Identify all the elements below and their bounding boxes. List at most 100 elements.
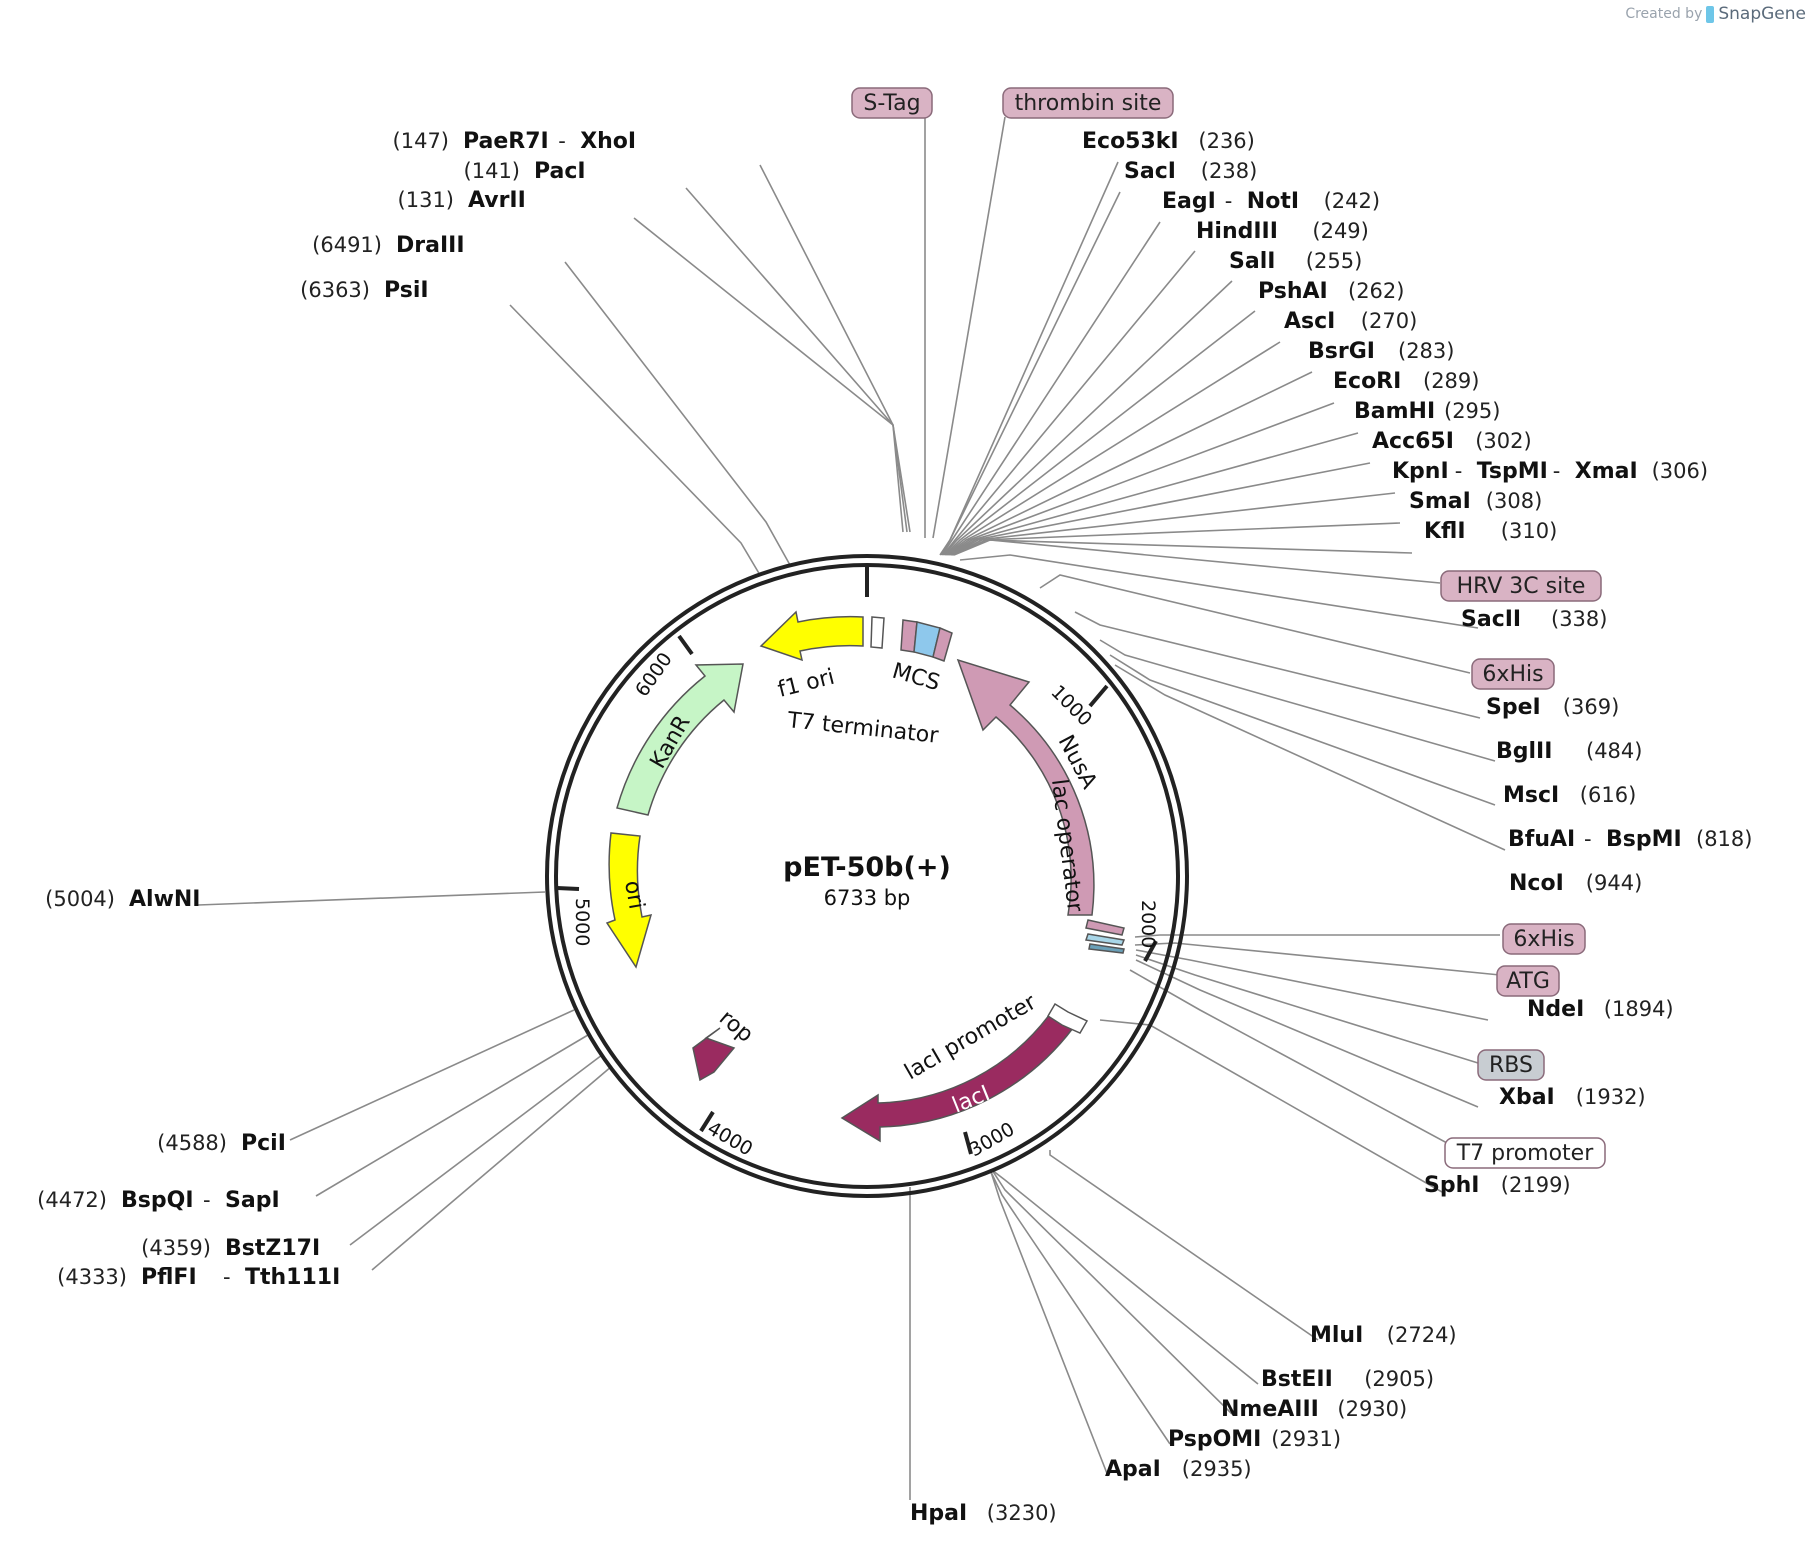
snapgene-credit: Created by SnapGene — [1625, 4, 1806, 24]
site-name: BstEII — [1261, 1367, 1333, 1392]
site-name: SphI — [1424, 1173, 1479, 1198]
site-name: DraIII — [396, 233, 465, 258]
inner-label-rop: rop — [714, 1005, 758, 1047]
feature-tag-box — [1471, 658, 1555, 690]
restriction-site-bspqi: (4472)BspQI-SapI — [37, 1188, 279, 1213]
site-position: (1894) — [1604, 997, 1674, 1021]
site-position: (141) — [464, 159, 520, 183]
site-position: (484) — [1586, 739, 1642, 763]
feature-tag-s-tag: S-Tag — [851, 87, 933, 119]
site-position: (2930) — [1337, 1397, 1407, 1421]
restriction-site-sacii: SacII(338) — [1461, 607, 1607, 632]
site-name: NcoI — [1509, 871, 1564, 896]
site-position: (616) — [1580, 783, 1636, 807]
site-name: EagI — [1162, 189, 1216, 214]
site-name: ApaI — [1105, 1457, 1161, 1482]
restriction-site-paci: (141)PacI — [464, 159, 586, 184]
feature-tag-box — [1444, 1137, 1606, 1169]
site-name: BstZ17I — [225, 1236, 320, 1261]
site-position: (4472) — [37, 1188, 107, 1212]
site-position: (308) — [1486, 489, 1542, 513]
feature-tag-label: 6xHis — [1513, 927, 1574, 952]
restriction-site-ndei: NdeI (1894) — [1527, 997, 1674, 1022]
restriction-site-xbai: XbaI(1932) — [1499, 1085, 1646, 1110]
inner-label-f1-ori: f1 ori — [775, 665, 837, 703]
feature-tag-atg: ATG — [1496, 965, 1560, 997]
feature-tag-label: RBS — [1489, 1053, 1533, 1078]
site-name: BglII — [1496, 739, 1552, 764]
tick-label-5000: 5000 — [571, 898, 593, 946]
restriction-site-mlui: MluI(2724) — [1310, 1323, 1457, 1348]
site-name: NotI — [1247, 189, 1299, 214]
restriction-site-nmeaiii: NmeAIII(2930) — [1221, 1397, 1407, 1422]
site-name: BfuAI — [1508, 827, 1575, 852]
restriction-site-pflfi: (4333)PflFI-Tth111I — [57, 1265, 340, 1290]
site-separator: - — [1584, 827, 1592, 851]
snapgene-logo-icon — [1706, 5, 1715, 23]
tick-label-2000: 2000 — [1137, 900, 1159, 948]
restriction-site-kfli: KflI (310) — [1424, 519, 1557, 544]
restriction-site-msci: MscI (616) — [1503, 783, 1636, 808]
site-position: (238) — [1201, 159, 1257, 183]
lac-operator-marker — [1085, 919, 1125, 936]
restriction-site-pcii: (4588)PciI — [157, 1131, 286, 1156]
credit-brand: SnapGene — [1718, 4, 1806, 24]
feature-tag-label: 6xHis — [1482, 662, 1543, 687]
restriction-site-sphi: SphI (2199) — [1424, 1173, 1571, 1198]
site-name: BsrGI — [1308, 339, 1375, 364]
site-position: (302) — [1475, 429, 1531, 453]
feature-label-ori: ori — [619, 879, 649, 912]
feature-tag-box — [1502, 923, 1586, 955]
site-name: KflI — [1424, 519, 1466, 544]
restriction-site-saci: SacI (238) — [1124, 159, 1257, 184]
ori-feature-arrow — [605, 832, 653, 969]
site-name: TspMI — [1477, 459, 1548, 484]
site-name: SalI — [1229, 249, 1275, 274]
tick-label-6000: 6000 — [631, 649, 677, 701]
inner-label-t7-terminator: T7 terminator — [785, 708, 940, 749]
feature-tag-rbs: RBS — [1477, 1049, 1545, 1081]
restriction-site-hpai: HpaI(3230) — [910, 1501, 1057, 1526]
site-name: PsiI — [384, 278, 429, 303]
site-name: BamHI — [1354, 399, 1435, 424]
site-position: (369) — [1563, 695, 1619, 719]
restriction-site-alwni: (5004)AlwNI — [45, 887, 200, 912]
site-position: (6363) — [300, 278, 370, 302]
site-name: SacI — [1124, 159, 1176, 184]
site-name: PaeR7I — [463, 129, 549, 154]
site-position: (2199) — [1501, 1173, 1571, 1197]
restriction-site-paer7i: (147)PaeR7I-XhoI — [393, 129, 637, 154]
site-name: XhoI — [580, 129, 636, 154]
site-position: (4359) — [141, 1236, 211, 1260]
rbs-marker — [1088, 943, 1125, 954]
feature-tag-box — [851, 87, 933, 119]
site-position: (5004) — [45, 887, 115, 911]
feature-tag-t7-promoter: T7 promoter — [1444, 1137, 1606, 1169]
credit-prefix: Created by — [1625, 6, 1703, 22]
site-leader-lines — [197, 116, 1506, 1500]
site-position: (310) — [1501, 519, 1557, 543]
inner-label-mcs: MCS — [889, 659, 942, 696]
feature-arrows — [605, 610, 1126, 1143]
rop-feature-arrow — [692, 1027, 736, 1082]
backbone-outer-ring — [545, 554, 1189, 1198]
site-position: (236) — [1198, 129, 1254, 153]
site-position: (262) — [1348, 279, 1404, 303]
feature-tag-box — [1002, 87, 1174, 119]
site-separator: - — [1553, 459, 1561, 483]
site-position: (295) — [1444, 399, 1500, 423]
site-name: NdeI — [1527, 997, 1584, 1022]
site-name: XbaI — [1499, 1085, 1555, 1110]
restriction-site-asci: AscI(270) — [1284, 309, 1417, 334]
site-position: (289) — [1423, 369, 1479, 393]
restriction-site-ecori: EcoRI(289) — [1333, 369, 1479, 394]
site-position: (147) — [393, 129, 449, 153]
site-position: (249) — [1312, 219, 1368, 243]
restriction-site-pshai: PshAI(262) — [1258, 279, 1404, 304]
site-name: SpeI — [1486, 695, 1541, 720]
site-name: AvrII — [468, 188, 526, 213]
site-position: (818) — [1696, 827, 1752, 851]
restriction-site-ncoi: NcoI(944) — [1509, 871, 1642, 896]
site-name: MscI — [1503, 783, 1559, 808]
